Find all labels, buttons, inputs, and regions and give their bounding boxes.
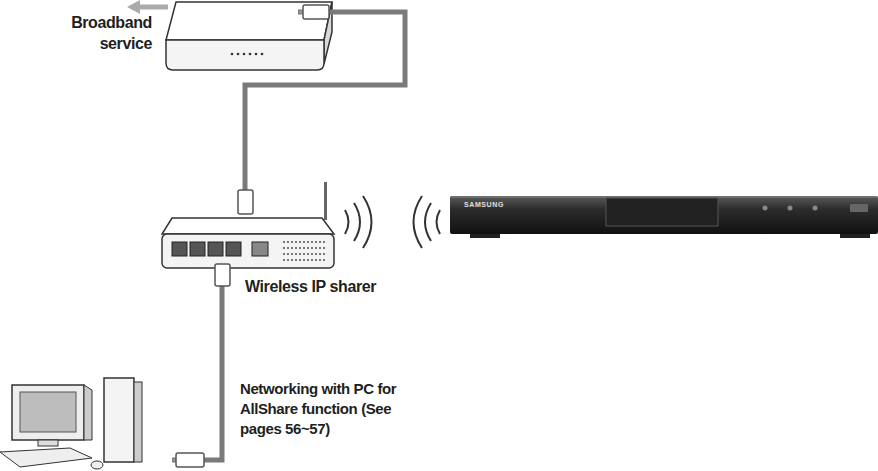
modem-light <box>237 53 240 56</box>
modem-top <box>166 2 332 40</box>
cable-plug <box>303 5 329 19</box>
wireless-wave <box>345 210 349 234</box>
cable-connector <box>172 270 222 460</box>
wireless-wave <box>354 203 360 241</box>
router-top <box>162 218 334 234</box>
wireless-wave <box>414 196 423 248</box>
player-eject <box>850 204 868 212</box>
player-foot <box>470 234 500 238</box>
cable-plug <box>238 190 253 214</box>
player-body <box>450 196 878 234</box>
player-foot <box>840 234 870 238</box>
router-vent <box>283 259 326 261</box>
pc-screen <box>20 392 76 432</box>
player-display <box>606 198 718 226</box>
service-arrow <box>138 5 168 10</box>
player-edge <box>452 197 878 198</box>
pc-stand <box>38 440 58 446</box>
service-label: Broadband service <box>60 12 152 54</box>
router-antenna <box>324 182 327 220</box>
pc-tower-side <box>134 382 142 462</box>
modem-light <box>243 53 246 56</box>
device-label: Wireless IP sharer <box>245 278 376 296</box>
pc-monitor <box>12 385 84 440</box>
modem-front <box>166 40 324 70</box>
cable-plug <box>176 453 204 467</box>
router-vent <box>283 247 326 249</box>
pc-monitor-side <box>84 385 92 440</box>
note-label: Networking with PC for AllShare function… <box>240 379 412 439</box>
router-port <box>172 242 187 256</box>
router-vent <box>283 253 326 255</box>
router-port <box>208 242 223 256</box>
cable-plug <box>215 264 230 286</box>
modem-node: Broadband service <box>60 0 298 75</box>
wireless-wave <box>425 203 431 241</box>
wireless-wave <box>437 210 441 234</box>
player-button <box>788 206 793 211</box>
pc-tower <box>104 378 134 462</box>
router-port <box>226 242 241 256</box>
modem-light <box>231 53 234 56</box>
router-wan-port <box>252 242 268 256</box>
service-arrowhead <box>127 0 140 14</box>
pc-keyboard <box>0 448 92 467</box>
player-node: SAMSUNG <box>450 195 878 237</box>
pc-node: Networking with PC for AllShare function… <box>0 375 172 471</box>
modem-light <box>255 53 258 56</box>
router-port <box>190 242 205 256</box>
modem-light <box>249 53 252 56</box>
router-vent <box>283 241 326 243</box>
modem-light <box>261 53 264 56</box>
cable-connector <box>245 12 405 200</box>
wireless-wave <box>363 196 372 248</box>
player-button <box>813 206 818 211</box>
brand-logo: SAMSUNG <box>464 201 504 209</box>
player-button <box>763 206 768 211</box>
router-front <box>162 234 334 268</box>
pc-mouse <box>91 461 103 469</box>
